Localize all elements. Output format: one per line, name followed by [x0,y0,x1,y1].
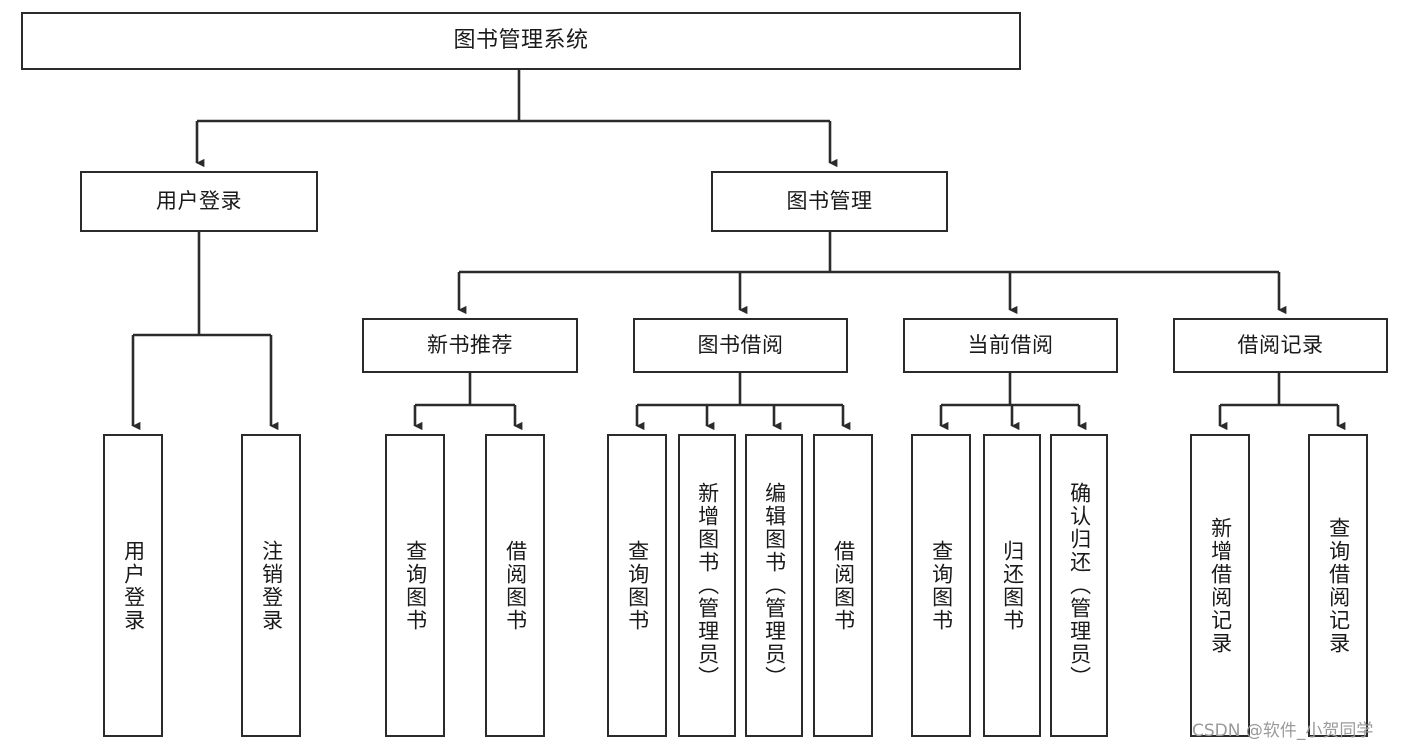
node-leaf-query-book-2[interactable]: 查询图书 [607,434,667,737]
node-root-label: 图书管理系统 [453,28,589,54]
node-leaf-return-book-label: 归还图书 [1000,539,1025,632]
node-current-borrow[interactable]: 当前借阅 [903,318,1118,373]
node-leaf-edit-book-admin-label: 编辑图书（管理员） [762,482,787,689]
node-user-login[interactable]: 用户登录 [80,171,318,232]
node-leaf-return-book[interactable]: 归还图书 [983,434,1041,737]
watermark: CSDN @软件_小贺同学 [1192,721,1374,741]
node-borrow-record[interactable]: 借阅记录 [1173,318,1388,373]
node-leaf-confirm-return-admin-label: 确认归还（管理员） [1067,482,1092,689]
node-leaf-borrow-book-2-label: 借阅图书 [831,539,856,632]
node-current-borrow-label: 当前借阅 [967,333,1054,358]
node-leaf-borrow-book-1[interactable]: 借阅图书 [485,434,545,737]
node-leaf-add-borrow-record-label: 新增借阅记录 [1208,516,1233,655]
node-leaf-logout-login-label: 注销登录 [259,539,284,632]
node-leaf-add-book-admin[interactable]: 新增图书（管理员） [678,434,736,737]
node-leaf-query-book-3[interactable]: 查询图书 [911,434,971,737]
node-leaf-confirm-return-admin[interactable]: 确认归还（管理员） [1050,434,1108,737]
node-leaf-query-book-3-label: 查询图书 [929,539,954,632]
node-book-management-label: 图书管理 [786,189,873,214]
node-leaf-borrow-book-1-label: 借阅图书 [503,539,528,632]
node-leaf-edit-book-admin[interactable]: 编辑图书（管理员） [745,434,803,737]
node-book-management[interactable]: 图书管理 [711,171,948,232]
node-borrow-record-label: 借阅记录 [1237,333,1324,358]
node-leaf-borrow-book-2[interactable]: 借阅图书 [813,434,873,737]
node-leaf-query-book-2-label: 查询图书 [625,539,650,632]
node-new-book-recommend-label: 新书推荐 [427,333,513,358]
node-leaf-user-login-label: 用户登录 [121,539,146,632]
node-leaf-add-borrow-record[interactable]: 新增借阅记录 [1190,434,1250,737]
node-leaf-user-login[interactable]: 用户登录 [103,434,163,737]
node-leaf-query-borrow-record-label: 查询借阅记录 [1326,516,1351,655]
node-new-book-recommend[interactable]: 新书推荐 [362,318,578,373]
node-leaf-logout-login[interactable]: 注销登录 [241,434,301,737]
node-leaf-query-book-1-label: 查询图书 [403,539,428,632]
node-book-borrow[interactable]: 图书借阅 [633,318,848,373]
node-root[interactable]: 图书管理系统 [21,12,1021,70]
node-book-borrow-label: 图书借阅 [697,333,784,358]
node-user-login-label: 用户登录 [156,189,242,214]
node-leaf-query-book-1[interactable]: 查询图书 [385,434,445,737]
node-leaf-query-borrow-record[interactable]: 查询借阅记录 [1308,434,1368,737]
node-leaf-add-book-admin-label: 新增图书（管理员） [695,482,720,689]
